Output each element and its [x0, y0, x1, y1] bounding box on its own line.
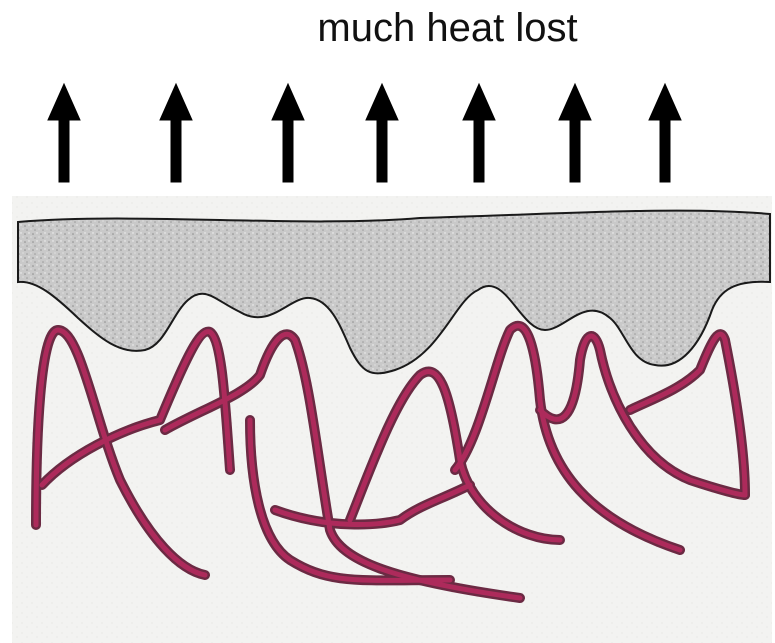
heat-arrows: [48, 84, 681, 182]
epidermis-layer: [18, 211, 770, 374]
heat-arrow-2: [160, 84, 192, 182]
heat-arrow-4: [366, 84, 398, 182]
heat-arrow-6: [559, 84, 591, 182]
heat-arrow-5: [463, 84, 495, 182]
heat-arrow-3: [272, 84, 304, 182]
heat-arrow-1: [48, 84, 80, 182]
heat-arrow-7: [649, 84, 681, 182]
